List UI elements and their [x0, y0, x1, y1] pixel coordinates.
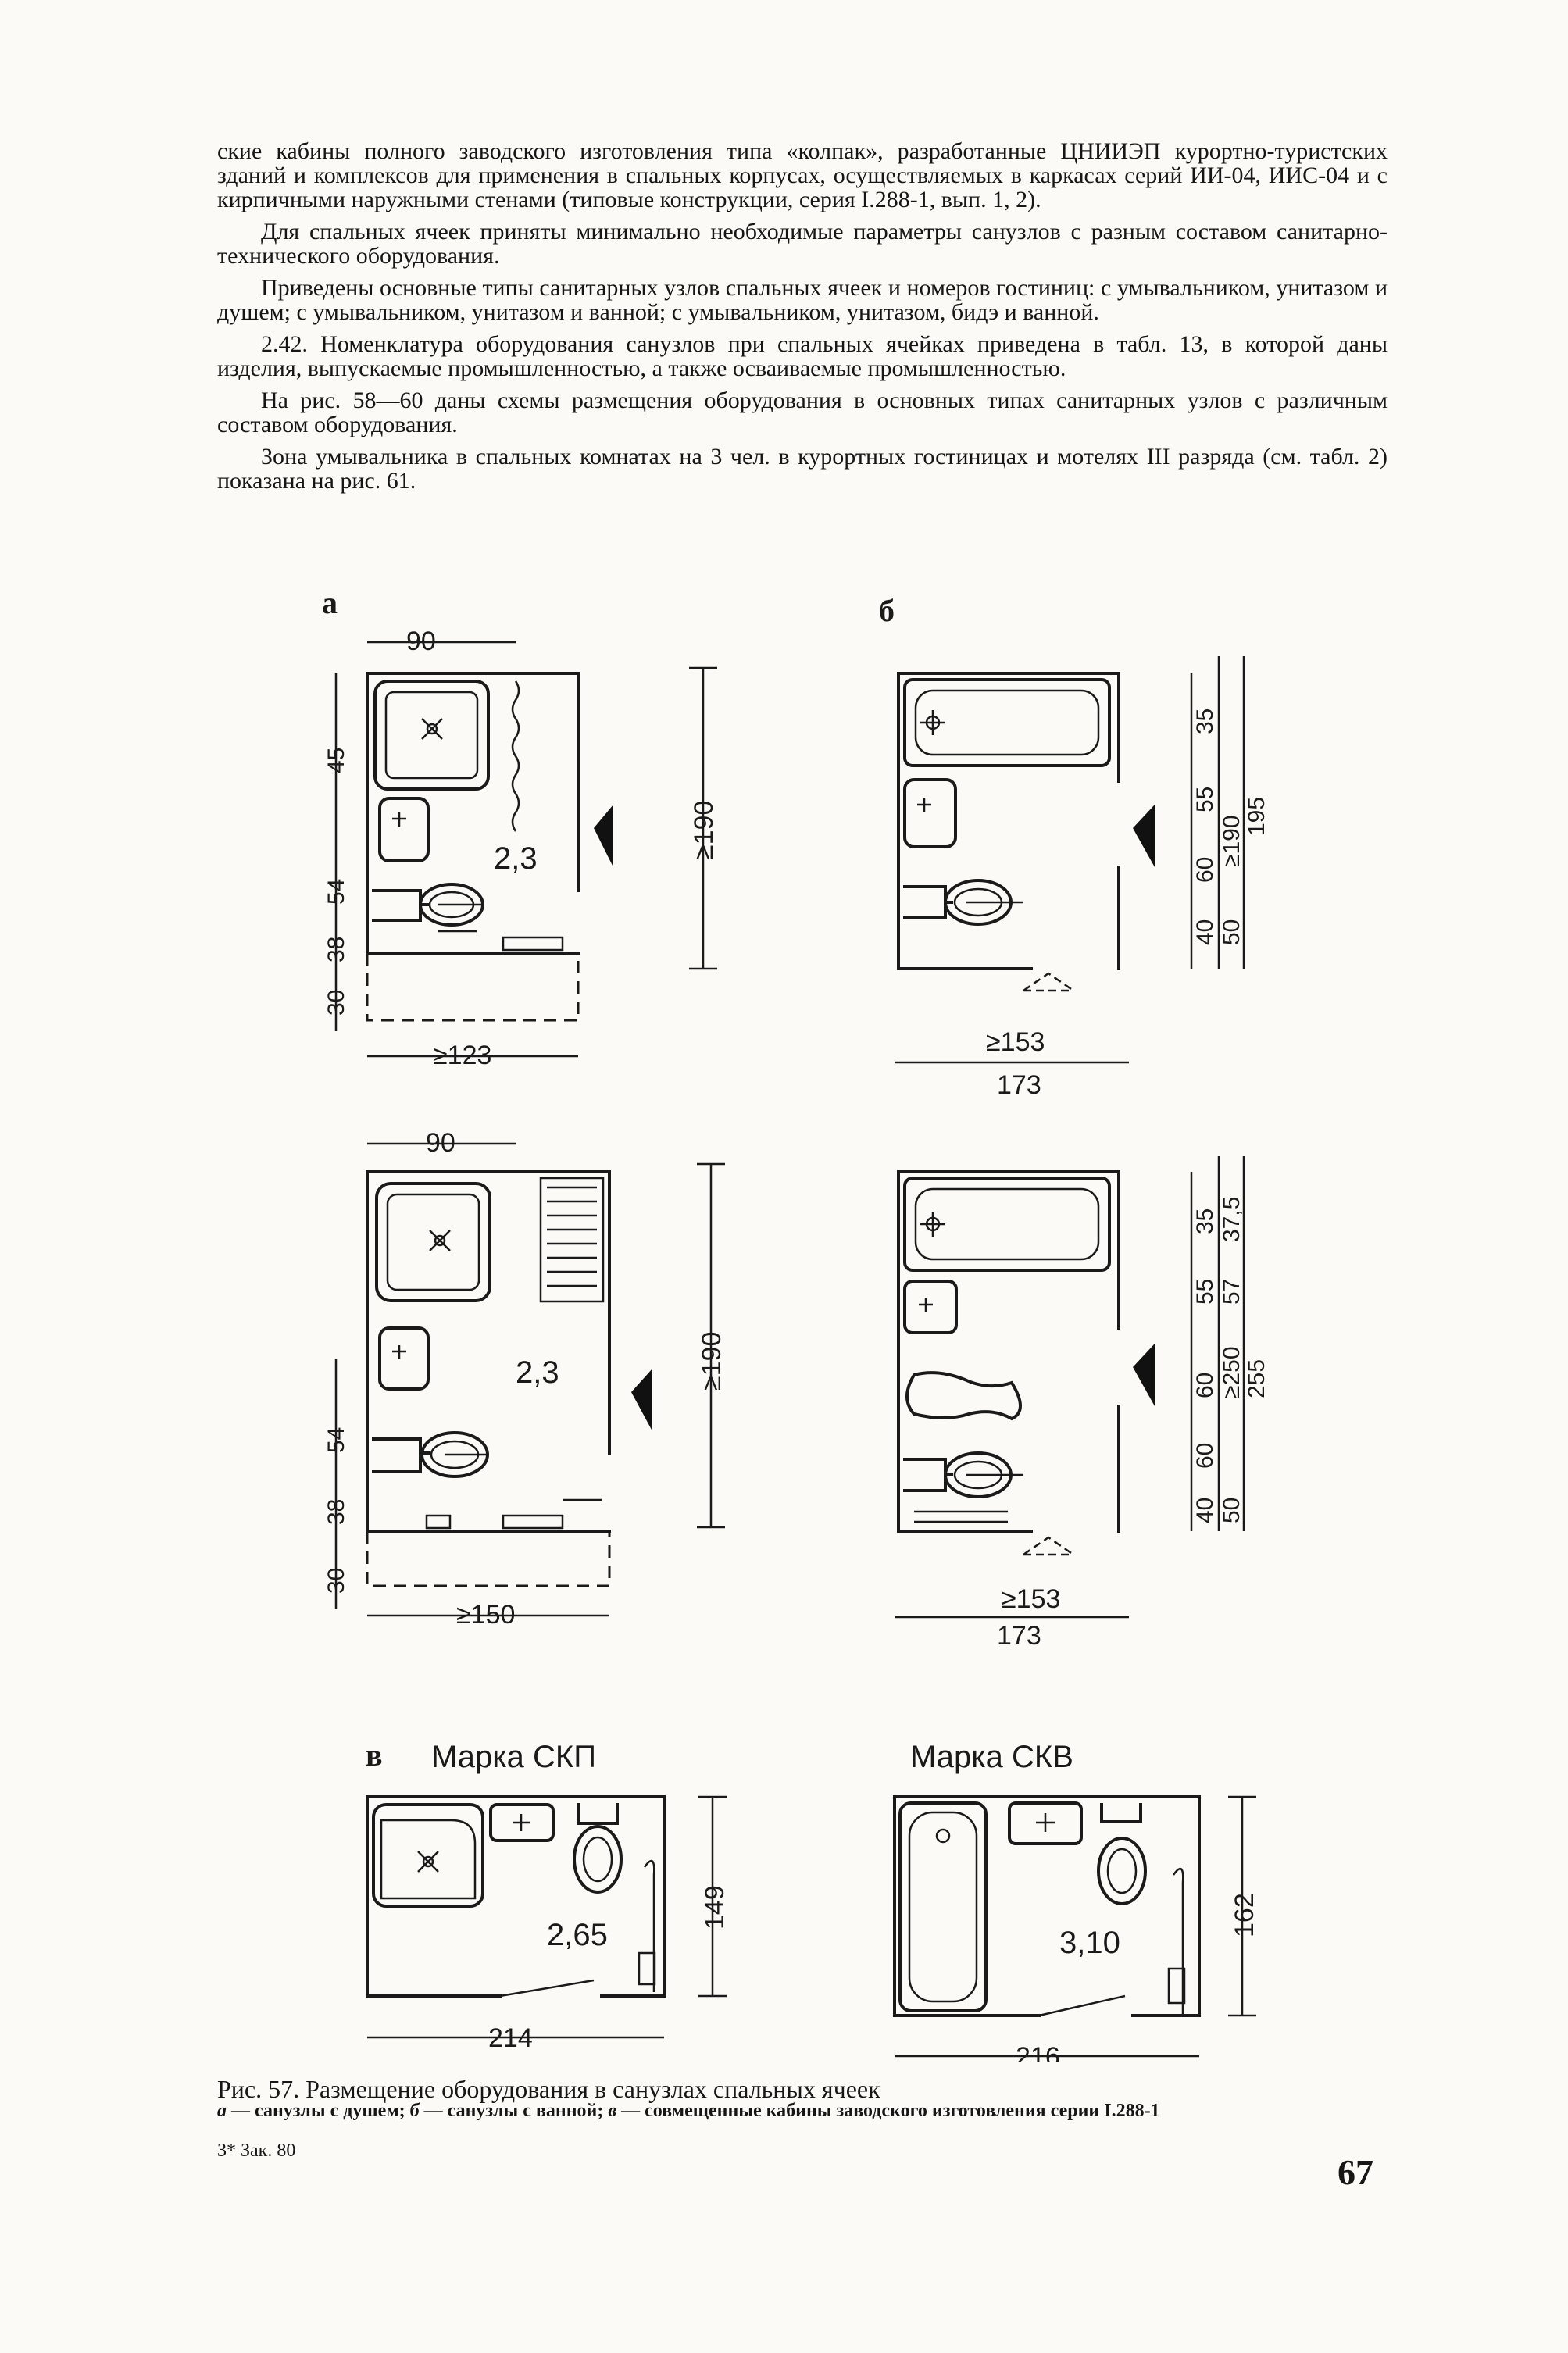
panel-label-v: в [366, 1737, 383, 1773]
area-label: 2,65 [547, 1918, 608, 1952]
dim-38: 38 [323, 937, 349, 962]
dim-width: 214 [488, 2023, 533, 2053]
body-text: ские кабины полного заводского изготовле… [217, 139, 1388, 501]
dim-54: 54 [323, 879, 349, 905]
dim-width: 90 [426, 1128, 455, 1158]
paragraph: ские кабины полного заводского изготовле… [217, 138, 1388, 212]
dim-total: ≥123 [433, 1041, 491, 1070]
paragraph: Зона умывальника в спальных комнатах на … [217, 444, 1388, 494]
dim-height: 162 [1230, 1893, 1259, 1937]
legend-text-a: — санузлы с душем; [227, 2101, 410, 2121]
dim-54: 54 [323, 1427, 349, 1453]
dim-total: 173 [997, 1621, 1041, 1651]
dim-h1: ≥250 [1219, 1346, 1245, 1398]
page-number: 67 [1338, 2152, 1373, 2192]
dim-height: ≥190 [689, 801, 719, 859]
dim-30: 30 [323, 1568, 349, 1594]
plan-a1: 90 2,3 ≥123 45 54 38 30 ≥190 [323, 627, 719, 1070]
figure-57: а б 90 2,3 ≥123 45 54 38 30 ≥190 [322, 585, 1270, 2062]
legend-text-v: — совмещенные кабины заводского изготовл… [616, 2101, 1160, 2121]
plan-b2: ≥153 173 35 37,5 55 57 60 60 40 50 ≥250 … [895, 1156, 1270, 1651]
cabin-title: Марка СКВ [910, 1740, 1073, 1774]
dim-50: 50 [1219, 1498, 1245, 1523]
dim-total: 173 [997, 1070, 1041, 1100]
cabin-title: Марка СКП [431, 1740, 596, 1774]
plan-v1: в Марка СКП 2,65 214 149 [366, 1737, 730, 2053]
dim-35: 35 [1192, 709, 1218, 734]
dim-30: 30 [323, 990, 349, 1016]
dim-min: ≥153 [1002, 1584, 1060, 1614]
dim-60a: 60 [1192, 1373, 1218, 1398]
dim-h2: 195 [1244, 797, 1270, 836]
paragraph: Для спальных ячеек приняты минимально не… [217, 219, 1388, 269]
figure-legend: а — санузлы с душем; б — санузлы с ванно… [217, 2101, 1389, 2120]
area-label: 2,3 [494, 841, 538, 876]
dim-57: 57 [1219, 1279, 1245, 1305]
dim-38: 38 [323, 1499, 349, 1525]
legend-text-b: — санузлы с ванной; [419, 2101, 609, 2121]
paragraph: 2.42. Номенклатура оборудования санузлов… [217, 331, 1388, 381]
dim-45: 45 [323, 748, 349, 773]
area-label: 3,10 [1059, 1926, 1120, 1960]
dim-height: ≥190 [697, 1332, 727, 1391]
area-label: 2,3 [516, 1355, 559, 1390]
dim-55: 55 [1192, 787, 1218, 812]
dim-height: 149 [700, 1885, 730, 1930]
legend-key-v: в [608, 2101, 617, 2121]
legend-key-a: а [217, 2101, 227, 2121]
dim-40: 40 [1192, 1498, 1218, 1523]
dim-width: 216 [1016, 2042, 1060, 2062]
dim-60: 60 [1192, 857, 1218, 883]
plan-b1: ≥153 173 35 55 60 40 50 ≥190 195 [895, 656, 1270, 1100]
dim-37-5: 37,5 [1219, 1197, 1245, 1242]
dim-width: 90 [406, 627, 436, 656]
dim-h2: 255 [1244, 1359, 1270, 1398]
dim-40: 40 [1192, 919, 1218, 945]
panel-label-b: б [879, 593, 895, 628]
dim-h1: ≥190 [1219, 815, 1245, 867]
dim-50: 50 [1219, 919, 1245, 945]
dim-60b: 60 [1192, 1443, 1218, 1469]
plan-a2: 90 2,3 ≥150 54 38 30 ≥190 [323, 1128, 727, 1630]
dim-35: 35 [1192, 1209, 1218, 1234]
legend-key-b: б [409, 2101, 420, 2121]
plan-v2: Марка СКВ 3,10 216 162 [893, 1740, 1259, 2062]
paragraph: На рис. 58—60 даны схемы размещения обор… [217, 387, 1388, 437]
dim-55: 55 [1192, 1279, 1218, 1305]
dim-min: ≥153 [986, 1027, 1045, 1057]
print-note: 3* Зак. 80 [217, 2141, 296, 2161]
panel-label-a: а [322, 585, 338, 620]
dim-total: ≥150 [456, 1600, 515, 1630]
figure-caption: Рис. 57. Размещение оборудования в сануз… [217, 2075, 880, 2103]
paragraph: Приведены основные типы санитарных узлов… [217, 275, 1388, 325]
